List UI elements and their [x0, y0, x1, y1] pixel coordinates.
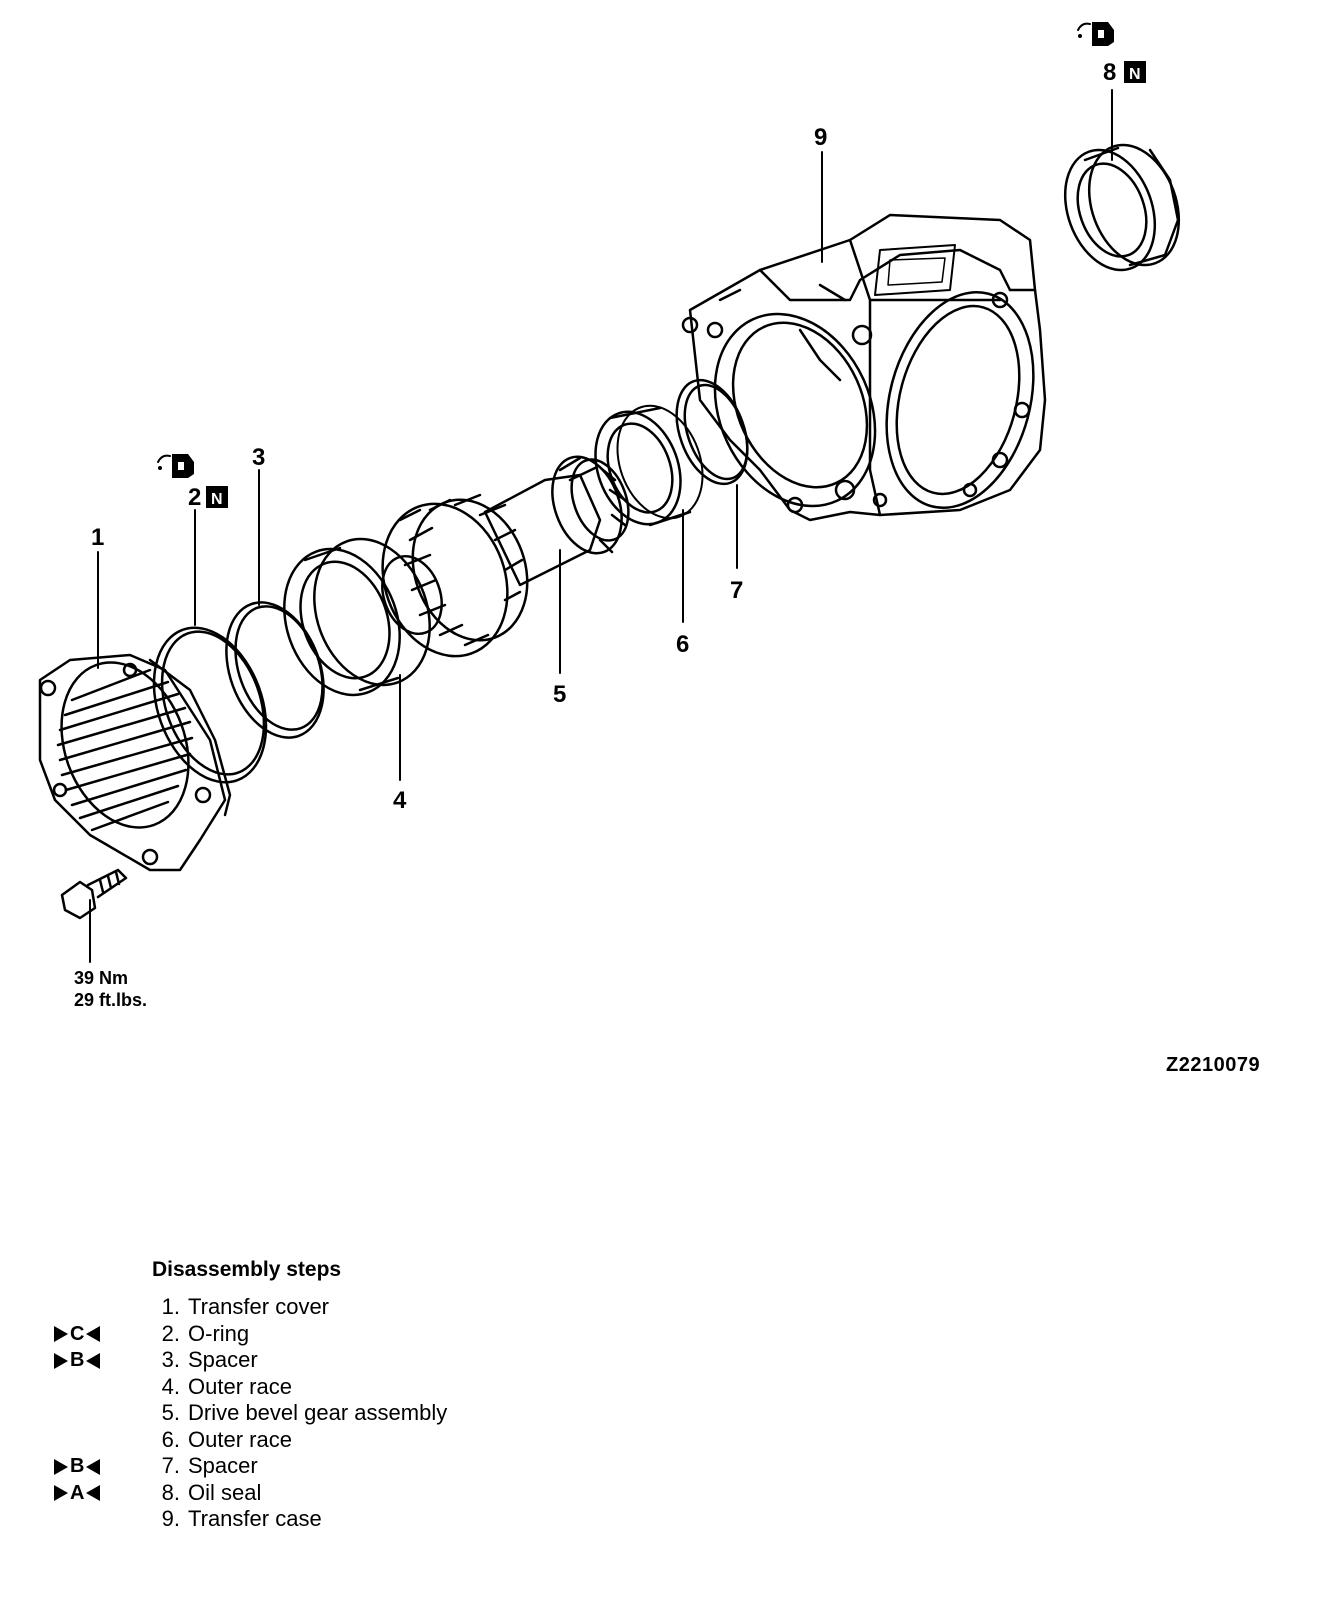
svg-text:N: N — [1129, 66, 1141, 83]
transfer-cover-drawing — [38, 653, 232, 872]
step-number: 2. — [161, 1320, 180, 1346]
step-text: Oil seal — [188, 1479, 262, 1505]
triangle-left-icon — [86, 1485, 101, 1502]
triangle-right-icon — [54, 1458, 68, 1475]
exploded-view-diagram: 1 2 3 4 5 6 7 8 9 N N — [38, 22, 1181, 963]
o-ring-drawing — [152, 626, 268, 784]
bolt-drawing — [60, 868, 128, 920]
triangle-right-icon — [54, 1352, 68, 1369]
step-text: Drive bevel gear assembly — [188, 1400, 448, 1425]
steps-title: Disassembly steps — [152, 1258, 342, 1281]
service-point-marker: A — [54, 1480, 130, 1507]
triangle-left-icon — [86, 1326, 101, 1343]
callout-1: 1 — [91, 524, 104, 551]
spacer-7-drawing — [675, 378, 749, 486]
triangle-left-icon — [86, 1458, 101, 1475]
service-point-marker: C — [54, 1321, 130, 1348]
step-text: Outer race — [188, 1373, 292, 1399]
callout-9: 9 — [814, 124, 827, 151]
torque-ftlbs: 29 ft.lbs. — [74, 990, 148, 1010]
outer-race-6-drawing — [594, 404, 704, 527]
step-text: Transfer case — [188, 1506, 322, 1531]
grease-gun-icon — [1077, 22, 1114, 46]
step-number: 5. — [161, 1400, 180, 1425]
step-number: 6. — [161, 1426, 180, 1452]
step-number: 3. — [161, 1347, 180, 1372]
leader-lines — [89, 89, 1113, 963]
drive-bevel-gear-drawing — [381, 455, 630, 658]
callout-7: 7 — [730, 577, 743, 604]
spacer-3-drawing — [225, 601, 325, 739]
step-number: 9. — [161, 1506, 180, 1531]
new-part-icon: N — [206, 486, 228, 508]
step-text: Transfer cover — [188, 1294, 330, 1319]
figure-code: Z2210079 — [1166, 1054, 1261, 1076]
step-number: 4. — [161, 1373, 180, 1399]
step-number: 7. — [161, 1453, 180, 1478]
step-text: Spacer — [188, 1453, 258, 1478]
service-point-letter: A — [70, 1481, 85, 1504]
callout-4: 4 — [393, 787, 407, 814]
svg-text:N: N — [211, 491, 223, 508]
service-point-letter: B — [70, 1455, 85, 1478]
step-number: 8. — [161, 1479, 180, 1505]
triangle-right-icon — [54, 1326, 68, 1343]
triangle-left-icon — [86, 1352, 101, 1369]
step-item: 4. Outer race — [150, 1374, 447, 1401]
grease-gun-icon — [157, 454, 194, 478]
callout-8: 8 — [1103, 59, 1116, 86]
new-part-icon: N — [1124, 61, 1146, 83]
service-point-letter: C — [70, 1322, 85, 1345]
callout-3: 3 — [252, 444, 265, 471]
step-text: O-ring — [188, 1320, 250, 1346]
step-number: 1. — [161, 1294, 180, 1319]
service-point-letter: B — [70, 1349, 85, 1372]
step-item: 1. Transfer cover — [150, 1294, 447, 1321]
step-item: 5. Drive bevel gear assembly — [150, 1400, 448, 1427]
step-item: A 8. Oil seal — [54, 1479, 447, 1507]
step-text: Spacer — [188, 1347, 258, 1372]
triangle-right-icon — [54, 1485, 68, 1502]
oil-seal-drawing — [1063, 143, 1181, 272]
transfer-case-drawing — [681, 213, 1047, 522]
step-text: Outer race — [188, 1426, 292, 1452]
torque-nm: 39 Nm — [74, 968, 129, 988]
callout-5: 5 — [553, 681, 566, 708]
step-item: 9. Transfer case — [150, 1506, 447, 1533]
step-item: C 2. O-ring — [54, 1320, 447, 1348]
service-point-marker: B — [54, 1347, 130, 1374]
step-item: B 7. Spacer — [54, 1453, 447, 1480]
step-item: 6. Outer race — [150, 1427, 447, 1454]
step-item: B 3. Spacer — [54, 1347, 447, 1374]
callout-6: 6 — [676, 631, 689, 658]
torque-spec: 39 Nm 29 ft.lbs. — [74, 967, 147, 1011]
callout-2: 2 — [188, 484, 201, 511]
service-point-marker: B — [54, 1453, 130, 1480]
